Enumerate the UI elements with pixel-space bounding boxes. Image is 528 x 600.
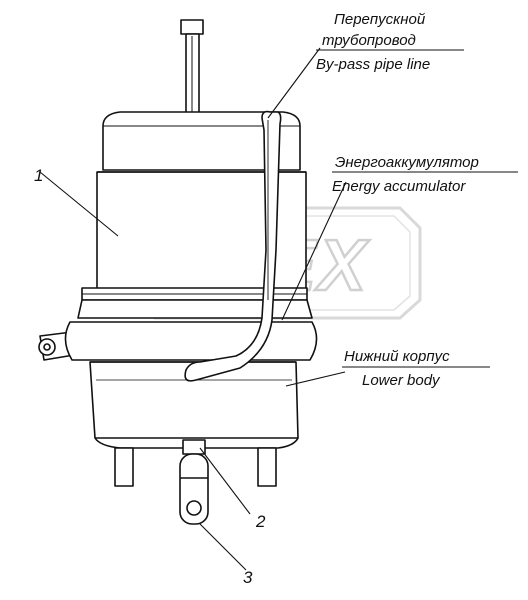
callout-1: 1 [34, 166, 43, 185]
push-rod-nut [182, 439, 206, 455]
leader-lower [285, 371, 346, 387]
right-stud [257, 447, 277, 487]
label-lower-ru: Нижний корпус [344, 348, 450, 365]
leader-1 [39, 171, 119, 237]
brake-chamber-drawing [38, 19, 318, 525]
callout-3: 3 [243, 568, 253, 587]
leader-energy [281, 181, 347, 321]
left-stud [114, 447, 134, 487]
leader-3 [199, 523, 247, 571]
label-lower-en: Lower body [362, 372, 441, 389]
leader-lines [39, 47, 347, 571]
middle-flange [77, 299, 313, 319]
label-bypass-ru: Перепускной [334, 11, 426, 28]
label-bypass-ru2: трубопровод [322, 32, 416, 49]
callout-2: 2 [255, 512, 266, 531]
label-energy-en: Energy accumulator [332, 178, 466, 195]
lower-body [64, 321, 318, 361]
leader-2 [199, 447, 251, 515]
bypass-pipe [184, 110, 282, 382]
top-bolt-head [180, 19, 204, 35]
label-energy-ru: Энергоаккумулятор [335, 154, 479, 171]
label-bypass-en: By-pass pipe line [316, 56, 430, 73]
leader-bypass [267, 47, 321, 119]
